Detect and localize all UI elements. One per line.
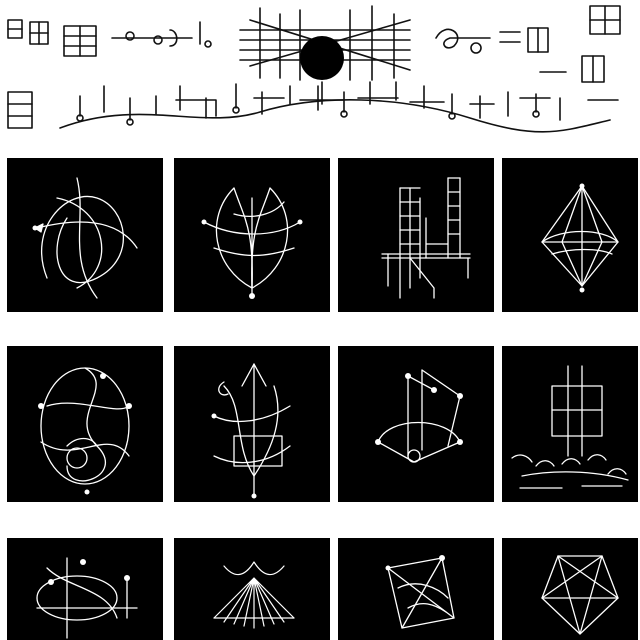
caption-r2-c4 [502, 512, 638, 524]
panel-r3-c4 [502, 538, 638, 640]
black-sun-icon [300, 36, 344, 80]
arrow-flame-icon [211, 363, 291, 499]
notation-banner [7, 5, 621, 133]
panel-r1-c1 [7, 158, 163, 312]
caption-r1-c3 [338, 320, 494, 332]
panel-r3-c2 [174, 538, 330, 640]
caption-r2-c2 [174, 512, 330, 524]
panel-r2-c2 [174, 346, 330, 502]
nodal-frame-icon [375, 369, 463, 463]
looping-spiral-icon [38, 367, 132, 495]
swirling-lines-icon [32, 177, 138, 299]
caption-r2-c3 [338, 512, 494, 524]
panel-r3-c3 [338, 538, 494, 640]
geodesic-vessel-icon [541, 555, 619, 635]
angular-net-icon [385, 555, 455, 629]
panel-r1-c4 [502, 158, 638, 312]
diamond-crystal-icon [541, 183, 619, 293]
panel-r1-c2 [174, 158, 330, 312]
caption-r1-c4 [502, 320, 638, 332]
scaffold-tower-icon [381, 177, 471, 299]
pillar-with-birds-icon [511, 365, 629, 489]
panel-r3-c1 [7, 538, 163, 640]
fan-cone-icon [213, 561, 295, 629]
panel-r2-c4 [502, 346, 638, 502]
orbit-atom-icon [36, 557, 138, 639]
panel-r2-c1 [7, 346, 163, 502]
caption-r1-c2 [174, 320, 330, 332]
panel-r2-c3 [338, 346, 494, 502]
caption-r2-c1 [7, 512, 163, 524]
panel-r1-c3 [338, 158, 494, 312]
caption-r1-c1 [7, 320, 163, 332]
flower-form-icon [201, 187, 303, 299]
